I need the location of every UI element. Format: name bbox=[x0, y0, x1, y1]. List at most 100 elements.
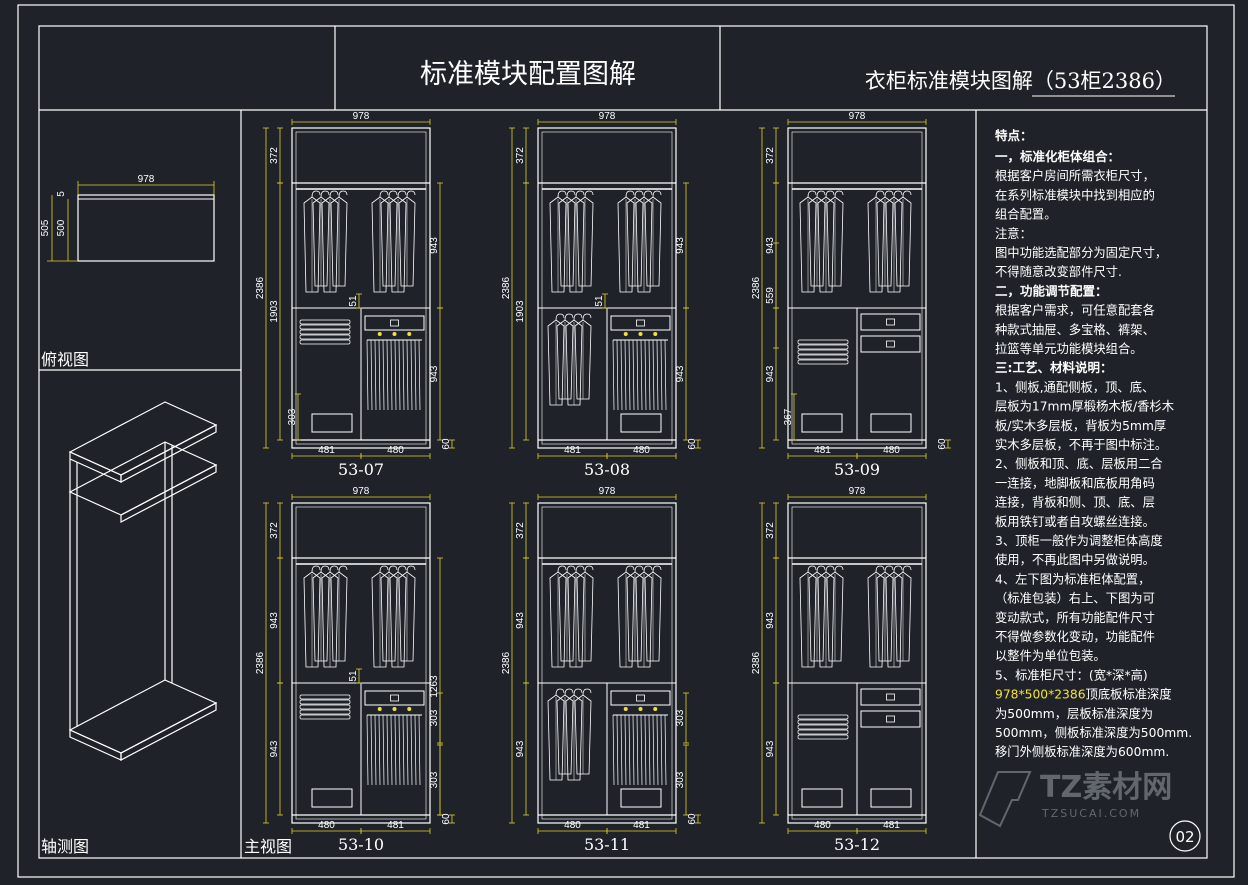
upper-height-dim: 943 bbox=[515, 612, 526, 629]
right-width-dim: 480 bbox=[387, 445, 404, 456]
note-line: 实木多层板，不再于图中标注。 bbox=[995, 437, 1167, 452]
upper-height-dim: 943 bbox=[269, 612, 280, 629]
note-line: 层板为17mm厚椴杨木板/香杉木 bbox=[995, 399, 1174, 414]
left-width-dim: 480 bbox=[318, 820, 335, 831]
note-line: 板用铁钉或者自攻螺丝连接。 bbox=[995, 514, 1155, 529]
upper-height-dim: 943 bbox=[765, 612, 776, 629]
top-view-width: 978 bbox=[138, 174, 155, 185]
note-line: 不得随意改变部件尺寸. bbox=[995, 264, 1122, 279]
note-line: 一连接，地脚板和底板用角码 bbox=[995, 475, 1155, 490]
lower-height-dim: 943 bbox=[269, 740, 280, 757]
shelf1-height-dim: 303 bbox=[429, 709, 440, 726]
mid-height-dim: 559 bbox=[765, 287, 776, 304]
note-line: 978*500*2386顶底板标准深度 bbox=[995, 687, 1172, 702]
note-line: 3、顶柜一般作为调整柜体高度 bbox=[995, 533, 1163, 548]
shelf-height-dim: 367 bbox=[783, 408, 794, 425]
left-width-dim: 481 bbox=[564, 445, 581, 456]
note-line: 移门外侧板标准深度为600mm. bbox=[995, 744, 1169, 759]
top-height-dim: 372 bbox=[269, 147, 280, 164]
axonometric-label: 轴测图 bbox=[41, 837, 89, 856]
width-dim: 978 bbox=[353, 111, 370, 122]
width-dim: 978 bbox=[353, 486, 370, 497]
lower-right-dim: 943 bbox=[675, 365, 686, 382]
base-height-dim: 60 bbox=[441, 813, 452, 825]
total-height-dim: 2386 bbox=[751, 651, 762, 674]
left-width-dim: 480 bbox=[564, 820, 581, 831]
note-line: 注意： bbox=[995, 226, 1032, 241]
watermark: TZ素材网 TZSUCAI.COM bbox=[978, 770, 1172, 828]
lower-right-dim: 943 bbox=[429, 365, 440, 382]
note-line: 5、标准柜尺寸：(宽*深*高) bbox=[995, 667, 1148, 682]
front-view-label: 主视图 bbox=[244, 837, 292, 856]
hang-height-dim: 1903 bbox=[269, 300, 280, 323]
notes-title: 特点： bbox=[995, 128, 1033, 143]
base-height-dim: 60 bbox=[687, 813, 698, 825]
drawer-height-dim: 51 bbox=[594, 295, 605, 307]
shelf2-height-dim: 303 bbox=[429, 771, 440, 788]
upper-right-dim: 943 bbox=[429, 237, 440, 254]
width-dim: 978 bbox=[599, 486, 616, 497]
top-height-dim: 372 bbox=[269, 522, 280, 539]
total-height-dim: 2386 bbox=[751, 276, 762, 299]
total-height-dim: 2386 bbox=[255, 651, 266, 674]
note-line: 种款式抽屉、多宝格、裤架、 bbox=[995, 322, 1155, 337]
note-line: 4、左下图为标准柜体配置， bbox=[995, 571, 1150, 586]
note-line: 在系列标准模块中找到相应的 bbox=[995, 187, 1155, 202]
watermark-logo-icon bbox=[978, 771, 1032, 828]
base-height-dim: 60 bbox=[937, 438, 948, 450]
note-line: 连接，背板和侧、顶、底、层 bbox=[995, 495, 1155, 510]
right-width-dim: 481 bbox=[633, 820, 650, 831]
width-dim: 978 bbox=[849, 111, 866, 122]
note-line: （标准包装）右上、下图为可 bbox=[995, 591, 1155, 606]
note-line: 不得做参数化变动，功能配件 bbox=[995, 629, 1155, 644]
notes-panel: 特点：一，标准化柜体组合：根据客户房间所需衣柜尺寸，在系列标准模块中找到相应的组… bbox=[995, 128, 1192, 759]
note-line: 为500mm，层板标准深度为 bbox=[995, 706, 1153, 721]
lower-height-dim: 943 bbox=[765, 740, 776, 757]
right-width-dim: 480 bbox=[633, 445, 650, 456]
note-suffix: 顶底板标准深度 bbox=[1086, 687, 1172, 702]
watermark-brand: TZ素材网 bbox=[1040, 770, 1172, 805]
note-line: 组合配置。 bbox=[995, 207, 1057, 222]
note-line: 板/实木多层板，背板为5mm厚 bbox=[995, 418, 1166, 433]
note-line: 1、侧板,通配侧板，顶、底、 bbox=[995, 379, 1154, 394]
note-line: 图中功能选配部分为固定尺寸， bbox=[995, 245, 1167, 260]
right-width-dim: 481 bbox=[387, 820, 404, 831]
axonometric-view bbox=[68, 401, 218, 761]
note-line: 以整件为单位包装。 bbox=[995, 648, 1106, 663]
note-line: 拉篮等单元功能模块组合。 bbox=[995, 341, 1143, 356]
top-view-back: 5 bbox=[56, 191, 67, 197]
note-line: 500mm，侧板标准深度为500mm. bbox=[995, 725, 1192, 740]
sub-title: 衣柜标准模块图解（53柜2386） bbox=[865, 69, 1176, 93]
hang-height-dim: 1903 bbox=[515, 300, 526, 323]
top-view: 978 505 500 5 bbox=[40, 174, 215, 262]
top-view-depth-inner: 500 bbox=[56, 219, 67, 236]
total-height-dim: 2386 bbox=[255, 276, 266, 299]
cabinet-code: 53-10 bbox=[338, 835, 384, 854]
upper-height-dim: 943 bbox=[765, 237, 776, 254]
total-height-dim: 2386 bbox=[501, 651, 512, 674]
lower-height-dim: 943 bbox=[765, 365, 776, 382]
top-view-depth-outer: 505 bbox=[40, 219, 51, 236]
left-width-dim: 481 bbox=[318, 445, 335, 456]
base-height-dim: 60 bbox=[441, 438, 452, 450]
note-line: 变动款式，所有功能配件尺寸 bbox=[995, 610, 1155, 625]
width-dim: 978 bbox=[599, 111, 616, 122]
top-height-dim: 372 bbox=[765, 147, 776, 164]
shelf-height-dim: 303 bbox=[287, 408, 298, 425]
drawer-height-dim: 51 bbox=[348, 295, 359, 307]
note-line: 一，标准化柜体组合： bbox=[995, 149, 1120, 164]
drawer-height-dim: 51 bbox=[348, 670, 359, 682]
left-width-dim: 481 bbox=[814, 445, 831, 456]
upper-right-dim: 943 bbox=[675, 237, 686, 254]
top-height-dim: 372 bbox=[765, 522, 776, 539]
right-width-dim: 481 bbox=[883, 820, 900, 831]
width-dim: 978 bbox=[849, 486, 866, 497]
